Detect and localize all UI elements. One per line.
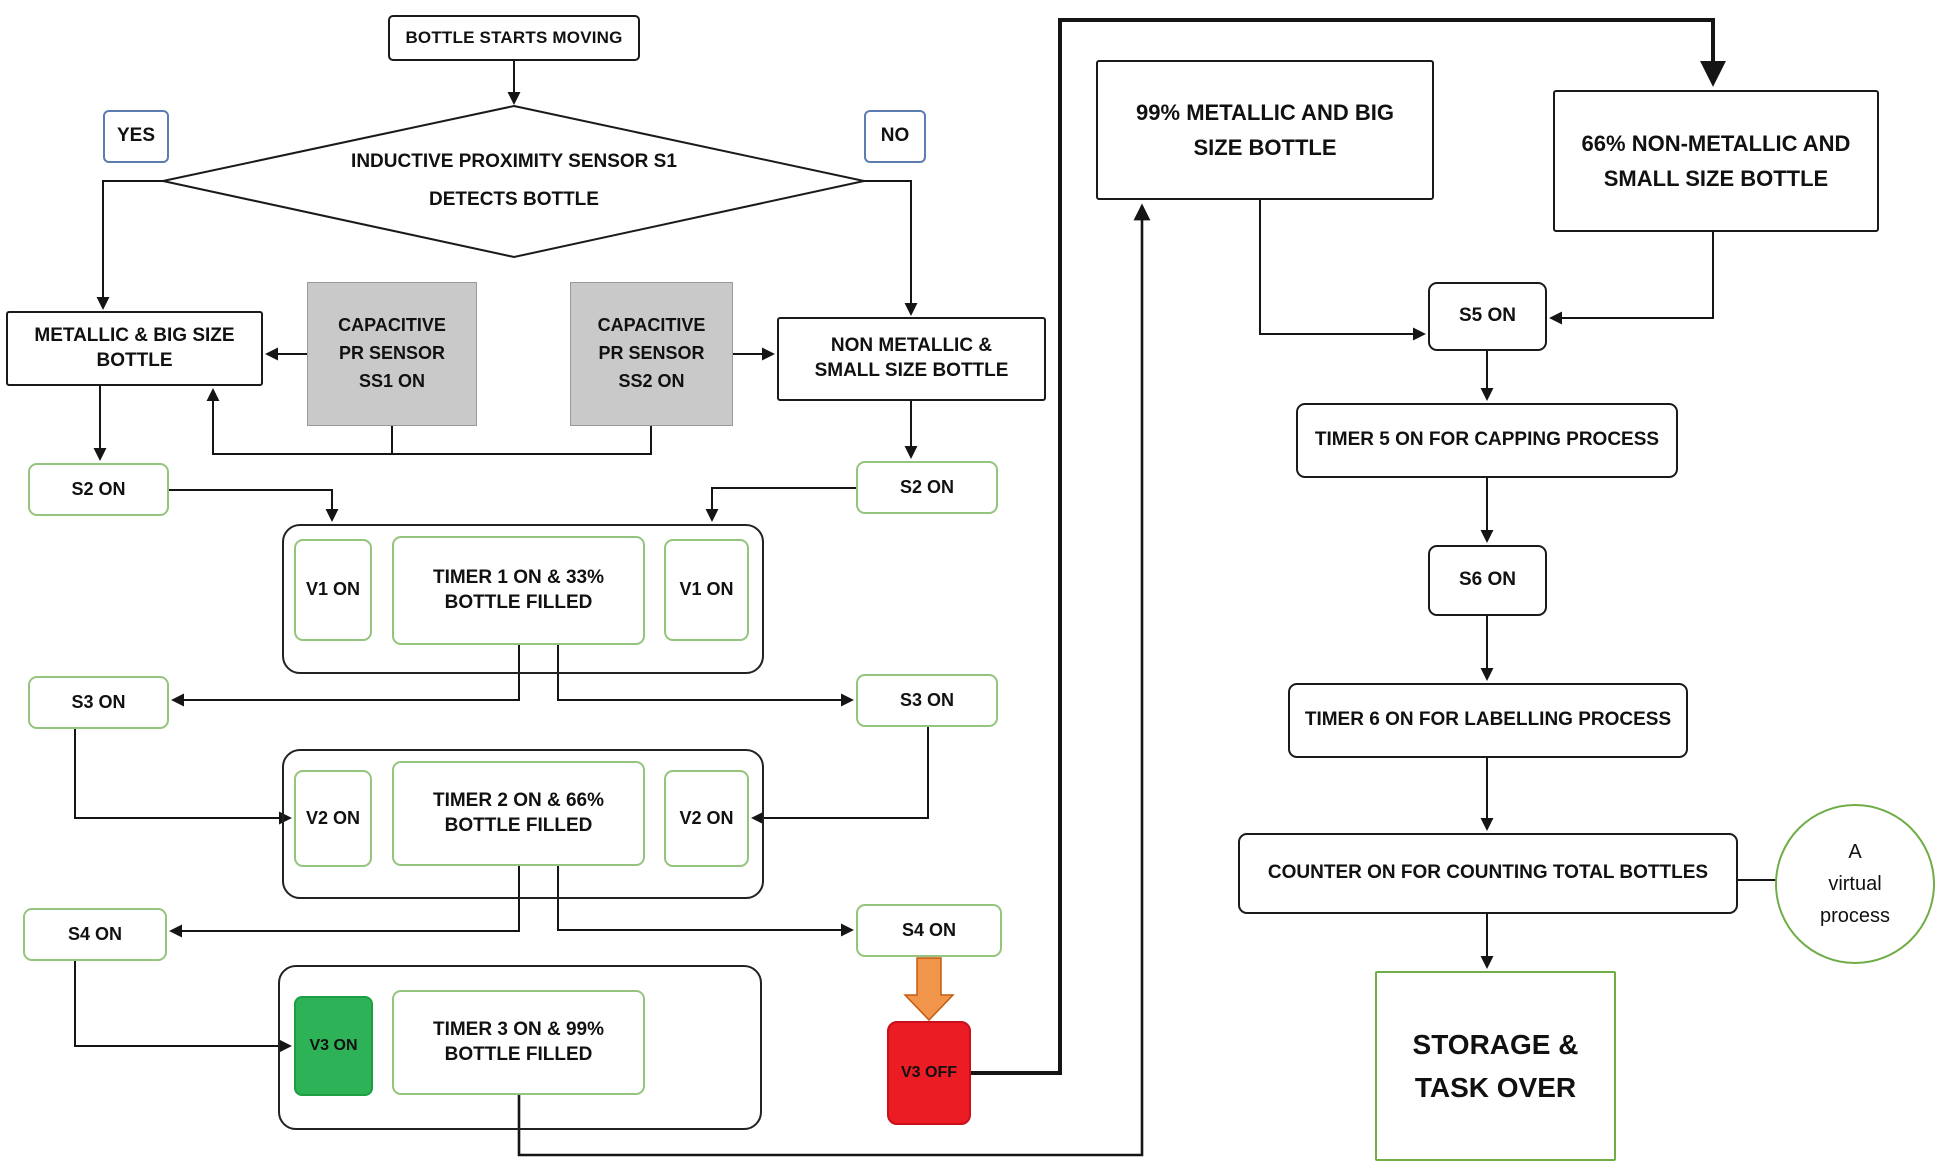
yes-label: YES	[103, 110, 169, 163]
s5-on-node: S5 ON	[1428, 282, 1547, 351]
capacitive-sensor-ss1-node: CAPACITIVE PR SENSOR SS1 ON	[307, 282, 477, 426]
timer5-node: TIMER 5 ON FOR CAPPING PROCESS	[1296, 403, 1678, 478]
counter-node: COUNTER ON FOR COUNTING TOTAL BOTTLES	[1238, 833, 1738, 914]
orange-down-arrow	[903, 957, 955, 1022]
virtual-process-circle: A virtual process	[1775, 804, 1935, 964]
timer6-node: TIMER 6 ON FOR LABELLING PROCESS	[1288, 683, 1688, 758]
timer1-node: TIMER 1 ON & 33% BOTTLE FILLED	[392, 536, 645, 645]
fill-stage-1-container	[282, 524, 764, 674]
v3-on-node: V3 ON	[294, 996, 373, 1096]
no-label: NO	[864, 110, 926, 163]
decision-diamond-shape	[162, 104, 865, 259]
s2-on-right-node: S2 ON	[856, 461, 998, 514]
v1-on-right-node: V1 ON	[664, 539, 749, 641]
capacitive-sensor-ss2-node: CAPACITIVE PR SENSOR SS2 ON	[570, 282, 733, 426]
storage-node: STORAGE & TASK OVER	[1375, 971, 1616, 1161]
non-metallic-result-node: 66% NON-METALLIC AND SMALL SIZE BOTTLE	[1553, 90, 1879, 232]
timer3-node: TIMER 3 ON & 99% BOTTLE FILLED	[392, 990, 645, 1095]
v3-off-node: V3 OFF	[887, 1021, 971, 1125]
v2-on-left-node: V2 ON	[294, 770, 372, 867]
start-node: BOTTLE STARTS MOVING	[388, 15, 640, 61]
s6-on-node: S6 ON	[1428, 545, 1547, 616]
metallic-big-node: METALLIC & BIG SIZE BOTTLE	[6, 311, 263, 386]
non-metallic-small-node: NON METALLIC & SMALL SIZE BOTTLE	[777, 317, 1046, 401]
s3-on-left-node: S3 ON	[28, 676, 169, 729]
timer2-node: TIMER 2 ON & 66% BOTTLE FILLED	[392, 761, 645, 866]
metallic-result-node: 99% METALLIC AND BIG SIZE BOTTLE	[1096, 60, 1434, 200]
v2-on-right-node: V2 ON	[664, 770, 749, 867]
decision-label: INDUCTIVE PROXIMITY SENSOR S1 DETECTS BO…	[351, 151, 677, 210]
s3-on-right-node: S3 ON	[856, 674, 998, 727]
s4-on-left-node: S4 ON	[23, 908, 167, 961]
s4-on-right-node: S4 ON	[856, 904, 1002, 957]
v1-on-left-node: V1 ON	[294, 539, 372, 641]
s2-on-left-node: S2 ON	[28, 463, 169, 516]
